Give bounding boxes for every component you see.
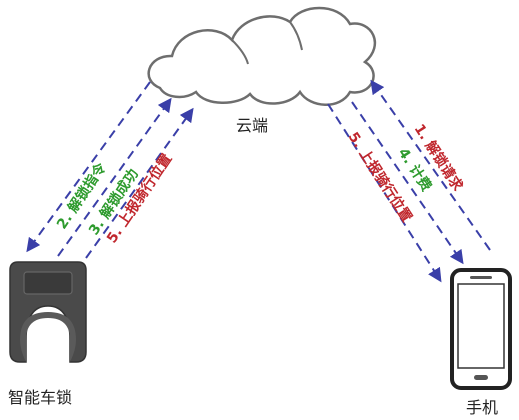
cloud-icon [147, 6, 377, 106]
smart-lock-icon [9, 261, 87, 363]
lock-label: 智能车锁 [8, 388, 73, 407]
cloud-label: 云端 [236, 116, 269, 135]
arrow-unlock-command [26, 81, 151, 253]
phone-label: 手机 [466, 398, 499, 417]
arrow-report-position-lock [85, 107, 194, 259]
edges-right [327, 79, 491, 283]
arrow-unlock-request [370, 79, 491, 251]
smartphone-icon [450, 268, 512, 390]
arrow-report-position-phone [327, 103, 442, 283]
edges-left [26, 81, 194, 259]
arrow-billing [351, 101, 464, 265]
arrow-unlock-success [57, 97, 172, 257]
